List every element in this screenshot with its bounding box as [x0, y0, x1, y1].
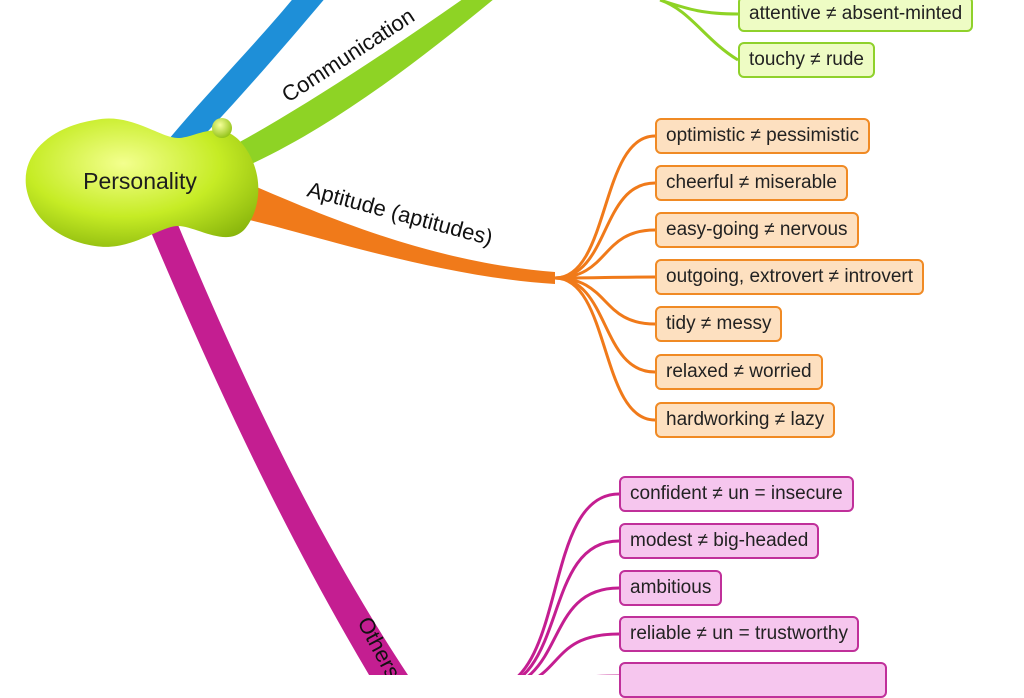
others-item: reliable ≠ un = trustworthy	[619, 616, 859, 652]
others-item: modest ≠ big-headed	[619, 523, 820, 559]
center-node-label: Personality	[83, 168, 197, 194]
center-blob	[25, 118, 259, 247]
blue-branch-line	[160, 0, 324, 158]
others-branch-line	[148, 220, 408, 675]
communication-connector	[659, 0, 739, 62]
others-connectors	[517, 492, 620, 675]
others-item-partial	[619, 662, 887, 698]
aptitude-item: tidy ≠ messy	[655, 306, 783, 342]
aptitude-item: outgoing, extrovert ≠ introvert	[655, 259, 924, 295]
communication-item: touchy ≠ rude	[738, 42, 875, 78]
others-item: ambitious	[619, 570, 723, 606]
aptitude-item: hardworking ≠ lazy	[655, 402, 836, 438]
communication-item: attentive ≠ absent-minted	[738, 0, 974, 32]
aptitude-item: easy-going ≠ nervous	[655, 212, 859, 248]
aptitude-branch-line	[240, 180, 555, 284]
aptitude-item: relaxed ≠ worried	[655, 354, 823, 390]
mind-map-canvas: Communication Aptitude (aptitudes) Other…	[25, 0, 739, 675]
communication-branch-line	[225, 0, 493, 170]
aptitude-connectors	[554, 134, 656, 422]
others-item: confident ≠ un = insecure	[619, 476, 854, 512]
aptitude-item: cheerful ≠ miserable	[655, 165, 848, 201]
aptitude-item: optimistic ≠ pessimistic	[655, 118, 871, 154]
center-knob	[212, 118, 232, 138]
